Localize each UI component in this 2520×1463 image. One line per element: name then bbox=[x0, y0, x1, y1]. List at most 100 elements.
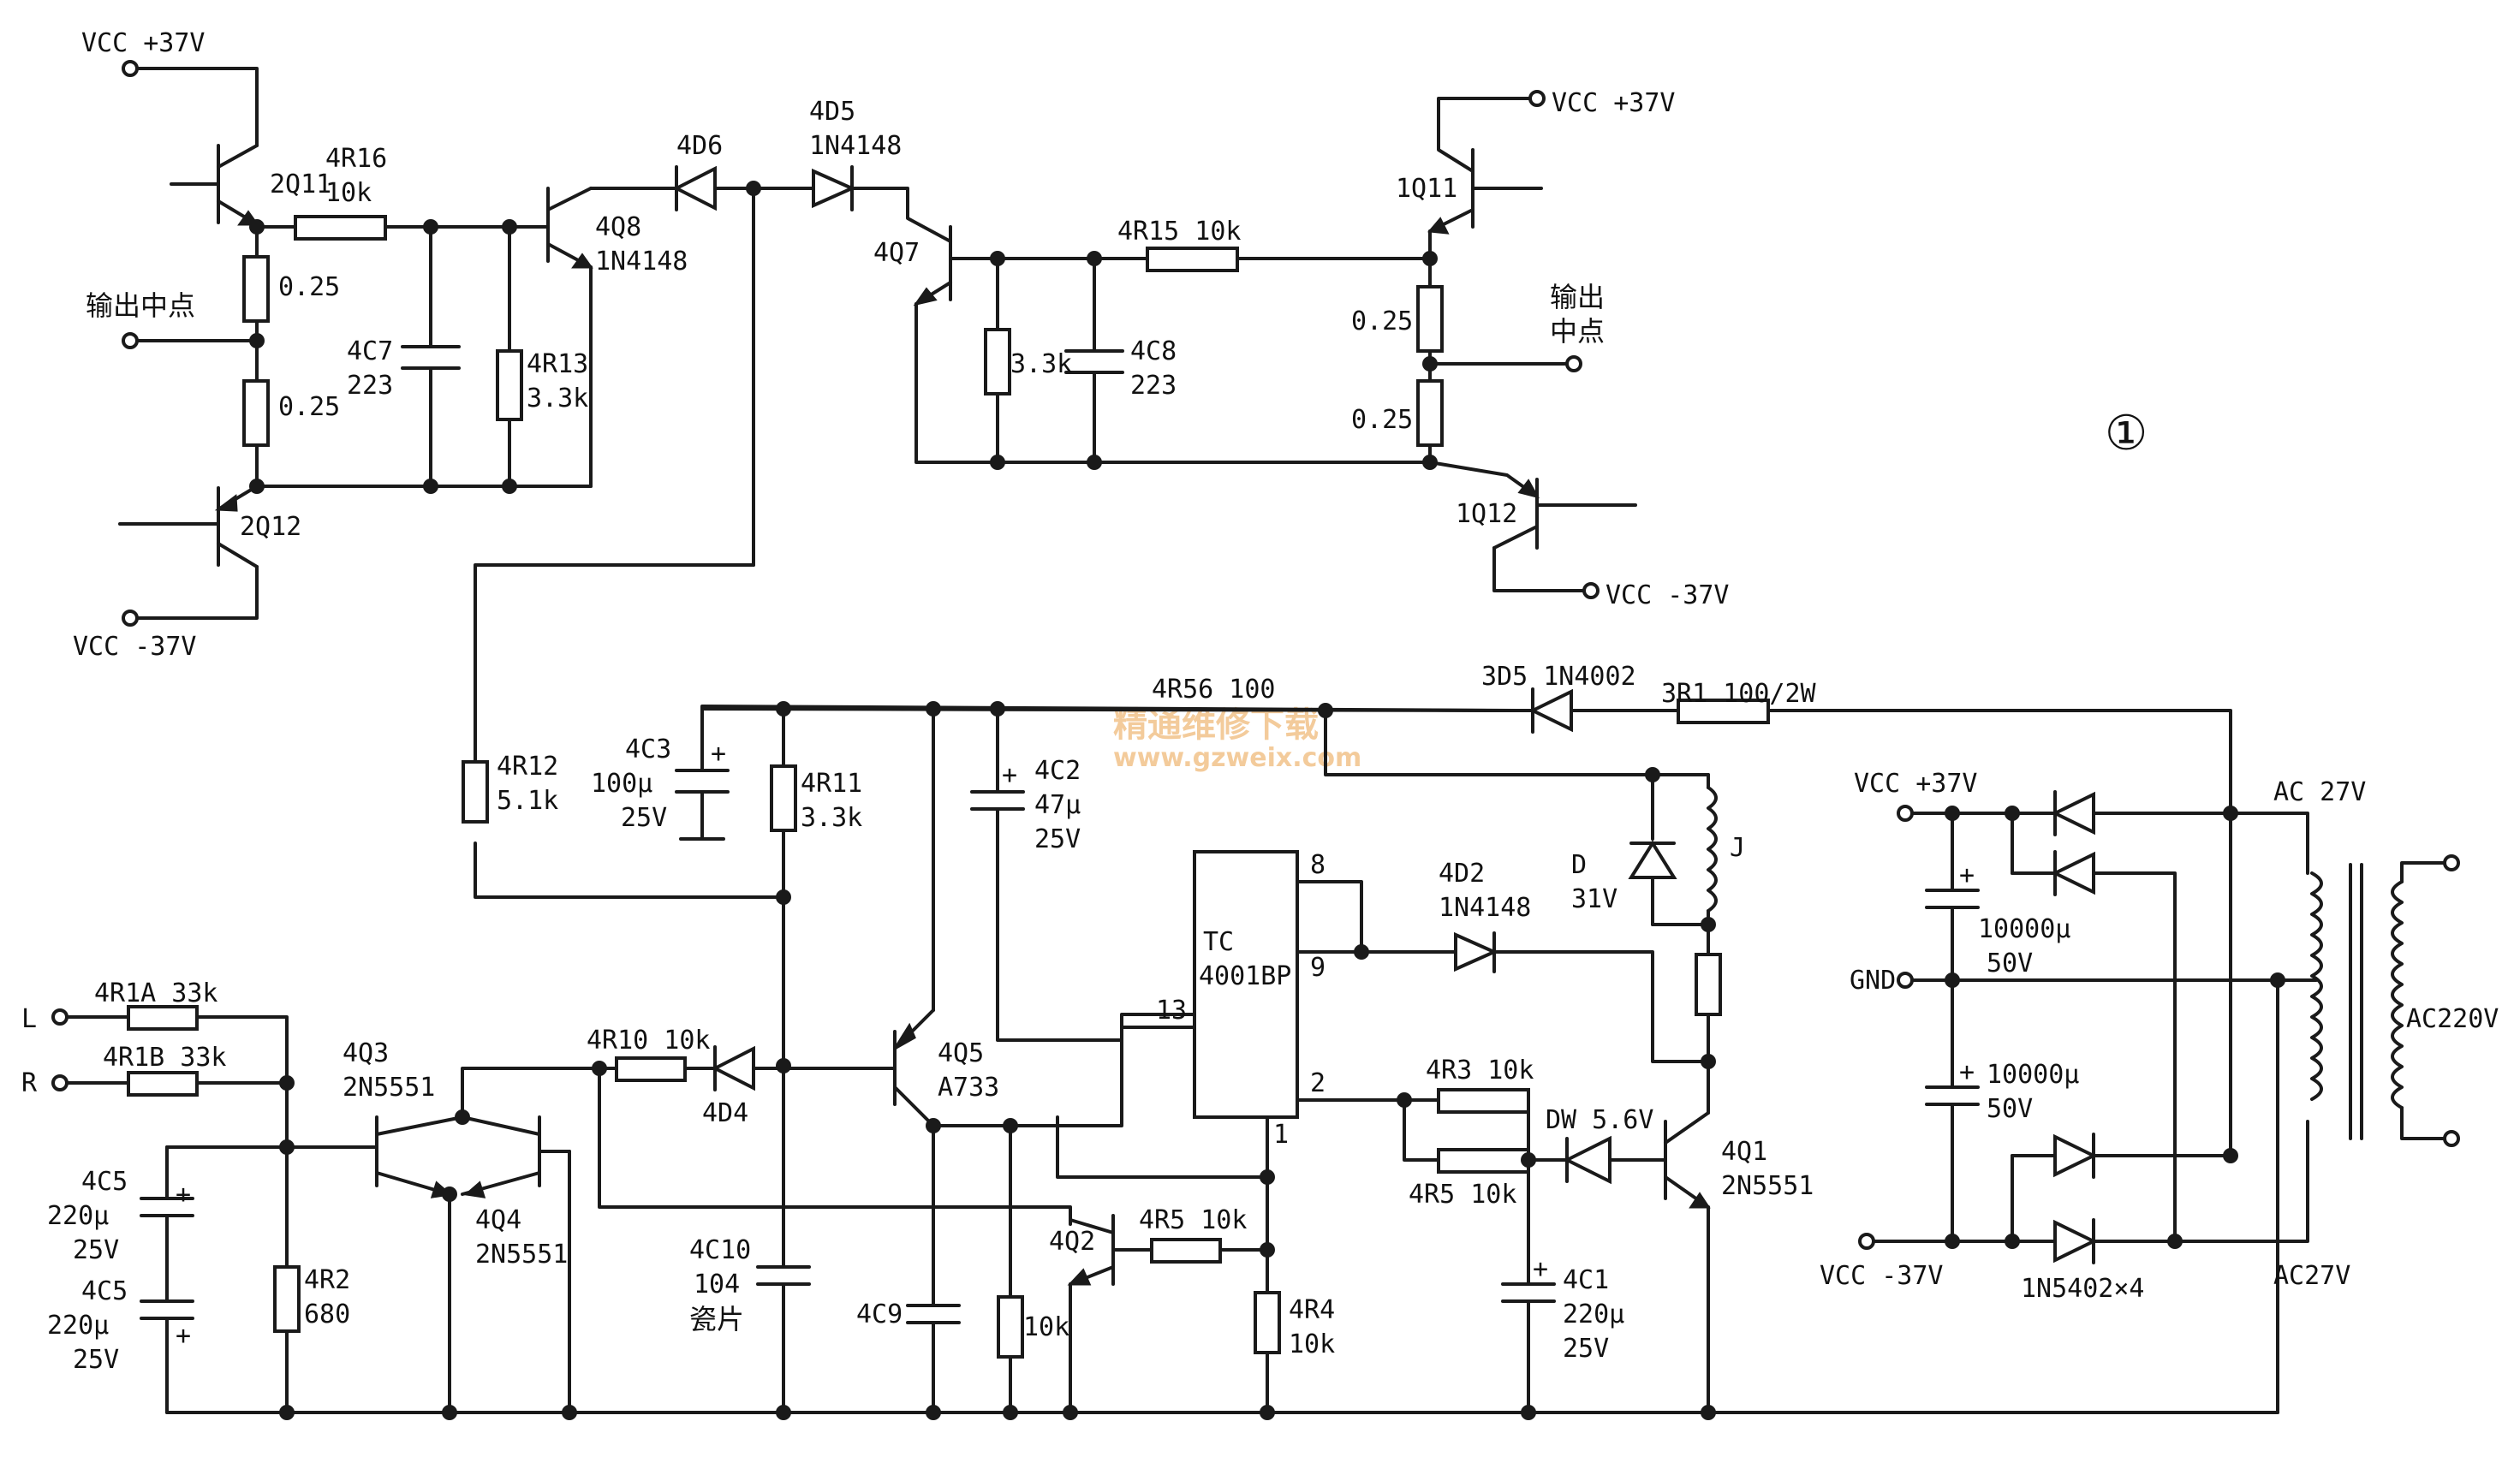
label-4c5-b: 4C5 bbox=[81, 1276, 128, 1306]
label-4r5b: 4R5 10k bbox=[1409, 1180, 1516, 1210]
figure-number: ① bbox=[2105, 406, 2148, 461]
label-ps-gnd: GND bbox=[1850, 966, 1896, 996]
diode-4d6 bbox=[672, 165, 717, 211]
label-d31-value: 31V bbox=[1571, 884, 1617, 914]
label-4c7: 4C7 bbox=[347, 336, 393, 366]
label-10k-4q5: 10k bbox=[1023, 1312, 1069, 1342]
label-4r12-value: 5.1k bbox=[497, 786, 558, 816]
label-ic-pin2: 2 bbox=[1310, 1068, 1326, 1098]
transformer-primary bbox=[2391, 880, 2404, 1109]
label-3.3k-4q7: 3.3k bbox=[1010, 349, 1072, 379]
svg-text:+: + bbox=[176, 1180, 191, 1210]
resistor-4r15 bbox=[1146, 247, 1239, 272]
label-4c5-b-value2: 25V bbox=[73, 1345, 119, 1375]
zener-d31v bbox=[1628, 840, 1677, 879]
label-4q1: 4Q1 bbox=[1721, 1137, 1767, 1167]
label-4q1-value: 2N5551 bbox=[1721, 1171, 1814, 1201]
svg-text:+: + bbox=[176, 1321, 191, 1351]
label-ic-pin9: 9 bbox=[1310, 953, 1326, 983]
label-ps-vccp: VCC +37V bbox=[1854, 769, 1978, 799]
zener-dw bbox=[1563, 1135, 1611, 1185]
terminal-output-mid-right bbox=[1565, 355, 1582, 372]
label-4c5-a-value2: 25V bbox=[73, 1235, 119, 1265]
watermark-url: www.gzweix.com bbox=[1113, 743, 1361, 773]
terminal-ps-vccm bbox=[1858, 1233, 1875, 1250]
label-4c1: 4C1 bbox=[1563, 1265, 1609, 1295]
label-4r13: 4R13 bbox=[527, 349, 588, 379]
label-4c3: 4C3 bbox=[625, 734, 671, 764]
top-left-output-stage bbox=[118, 60, 952, 764]
resistor-0.25-a bbox=[242, 255, 270, 323]
power-supply: + + bbox=[1858, 790, 2460, 1414]
label-2q11: 2Q11 bbox=[270, 169, 331, 199]
label-4c5-b-value1: 220μ bbox=[47, 1311, 109, 1341]
terminal-r-input bbox=[51, 1074, 69, 1091]
label-0.25-b: 0.25 bbox=[278, 392, 340, 422]
label-output-mid-right-1: 输出 bbox=[1550, 281, 1605, 313]
label-ps-bridge: 1N5402×4 bbox=[2021, 1274, 2145, 1304]
label-0.25-a: 0.25 bbox=[278, 272, 340, 302]
diode-4d2 bbox=[1454, 931, 1498, 972]
label-4c8-value: 223 bbox=[1130, 371, 1177, 401]
terminal-ac220-top bbox=[2443, 854, 2460, 871]
label-4c2-value2: 25V bbox=[1034, 824, 1081, 854]
top-right-output-stage bbox=[913, 90, 1637, 599]
resistor-3.3k-4q7 bbox=[984, 328, 1011, 395]
label-4d4: 4D4 bbox=[702, 1098, 748, 1128]
diode-4d4 bbox=[711, 1045, 755, 1091]
label-4r5a: 4R5 10k bbox=[1139, 1205, 1247, 1235]
terminal-ps-vccp bbox=[1897, 805, 1914, 822]
label-output-mid-left: 输出中点 bbox=[86, 289, 195, 322]
resistor-4r13 bbox=[496, 349, 523, 421]
label-ps-c2-value1: 10000μ bbox=[1987, 1060, 2079, 1090]
label-4d6: 4D6 bbox=[676, 131, 723, 161]
label-4q8-value: 1N4148 bbox=[595, 247, 688, 277]
label-output-mid-right-2: 中点 bbox=[1550, 315, 1605, 348]
label-ps-vccm: VCC -37V bbox=[1820, 1261, 1944, 1291]
label-4q3: 4Q3 bbox=[343, 1038, 389, 1068]
label-0.25-d: 0.25 bbox=[1351, 405, 1413, 435]
label-ic-name-1: TC bbox=[1203, 927, 1234, 957]
resistor-4r1a bbox=[127, 1005, 199, 1031]
label-4q2: 4Q2 bbox=[1049, 1227, 1095, 1257]
label-ps-c1-value1: 10000μ bbox=[1978, 914, 2070, 944]
label-r-input: R bbox=[21, 1068, 38, 1098]
label-vcc-p37-tr: VCC +37V bbox=[1552, 88, 1676, 118]
resistor-0.25-c bbox=[1416, 285, 1444, 353]
label-4r11-value: 3.3k bbox=[801, 803, 862, 833]
resistor-4r5b bbox=[1437, 1148, 1530, 1174]
label-4c7-value: 223 bbox=[347, 371, 393, 401]
label-4r56: 4R56 100 bbox=[1152, 675, 1276, 705]
label-4c10-value: 104 bbox=[694, 1270, 740, 1299]
label-vcc-m37-l: VCC -37V bbox=[73, 632, 197, 662]
label-4q4: 4Q4 bbox=[475, 1205, 521, 1235]
label-ic-pin1: 1 bbox=[1273, 1120, 1289, 1150]
label-4r4: 4R4 bbox=[1289, 1295, 1335, 1325]
terminal-vcc-m37-r bbox=[1582, 582, 1600, 599]
label-4c10: 4C10 bbox=[689, 1235, 751, 1265]
label-ps-c1-value2: 50V bbox=[1987, 949, 2033, 978]
label-4r2-value: 680 bbox=[304, 1299, 350, 1329]
label-1q11: 1Q11 bbox=[1396, 174, 1457, 204]
label-ic-name-2: 4001BP bbox=[1199, 961, 1291, 991]
label-vcc-p37-tl: VCC +37V bbox=[81, 28, 206, 58]
label-4q5-value: A733 bbox=[938, 1073, 999, 1103]
label-4r1b: 4R1B 33k bbox=[103, 1043, 227, 1073]
label-4d2-value: 1N4148 bbox=[1439, 893, 1531, 923]
label-4r16-value: 10k bbox=[325, 178, 372, 208]
label-4r4-value: 10k bbox=[1289, 1329, 1335, 1359]
terminal-output-mid-left bbox=[122, 332, 139, 349]
label-4q5: 4Q5 bbox=[938, 1038, 984, 1068]
label-4c1-value2: 25V bbox=[1563, 1334, 1609, 1364]
svg-text:+: + bbox=[1959, 860, 1975, 890]
label-ps-c2-value2: 50V bbox=[1987, 1094, 2033, 1124]
transformer-secondary bbox=[2310, 871, 2323, 1101]
label-4d2: 4D2 bbox=[1439, 859, 1485, 889]
terminal-ac220-bot bbox=[2443, 1130, 2460, 1147]
svg-text:+: + bbox=[1959, 1057, 1975, 1087]
label-l-input: L bbox=[21, 1004, 37, 1034]
label-3r1: 3R1 100/2W bbox=[1661, 679, 1817, 709]
svg-text:+: + bbox=[1002, 760, 1017, 790]
label-4c8: 4C8 bbox=[1130, 336, 1177, 366]
